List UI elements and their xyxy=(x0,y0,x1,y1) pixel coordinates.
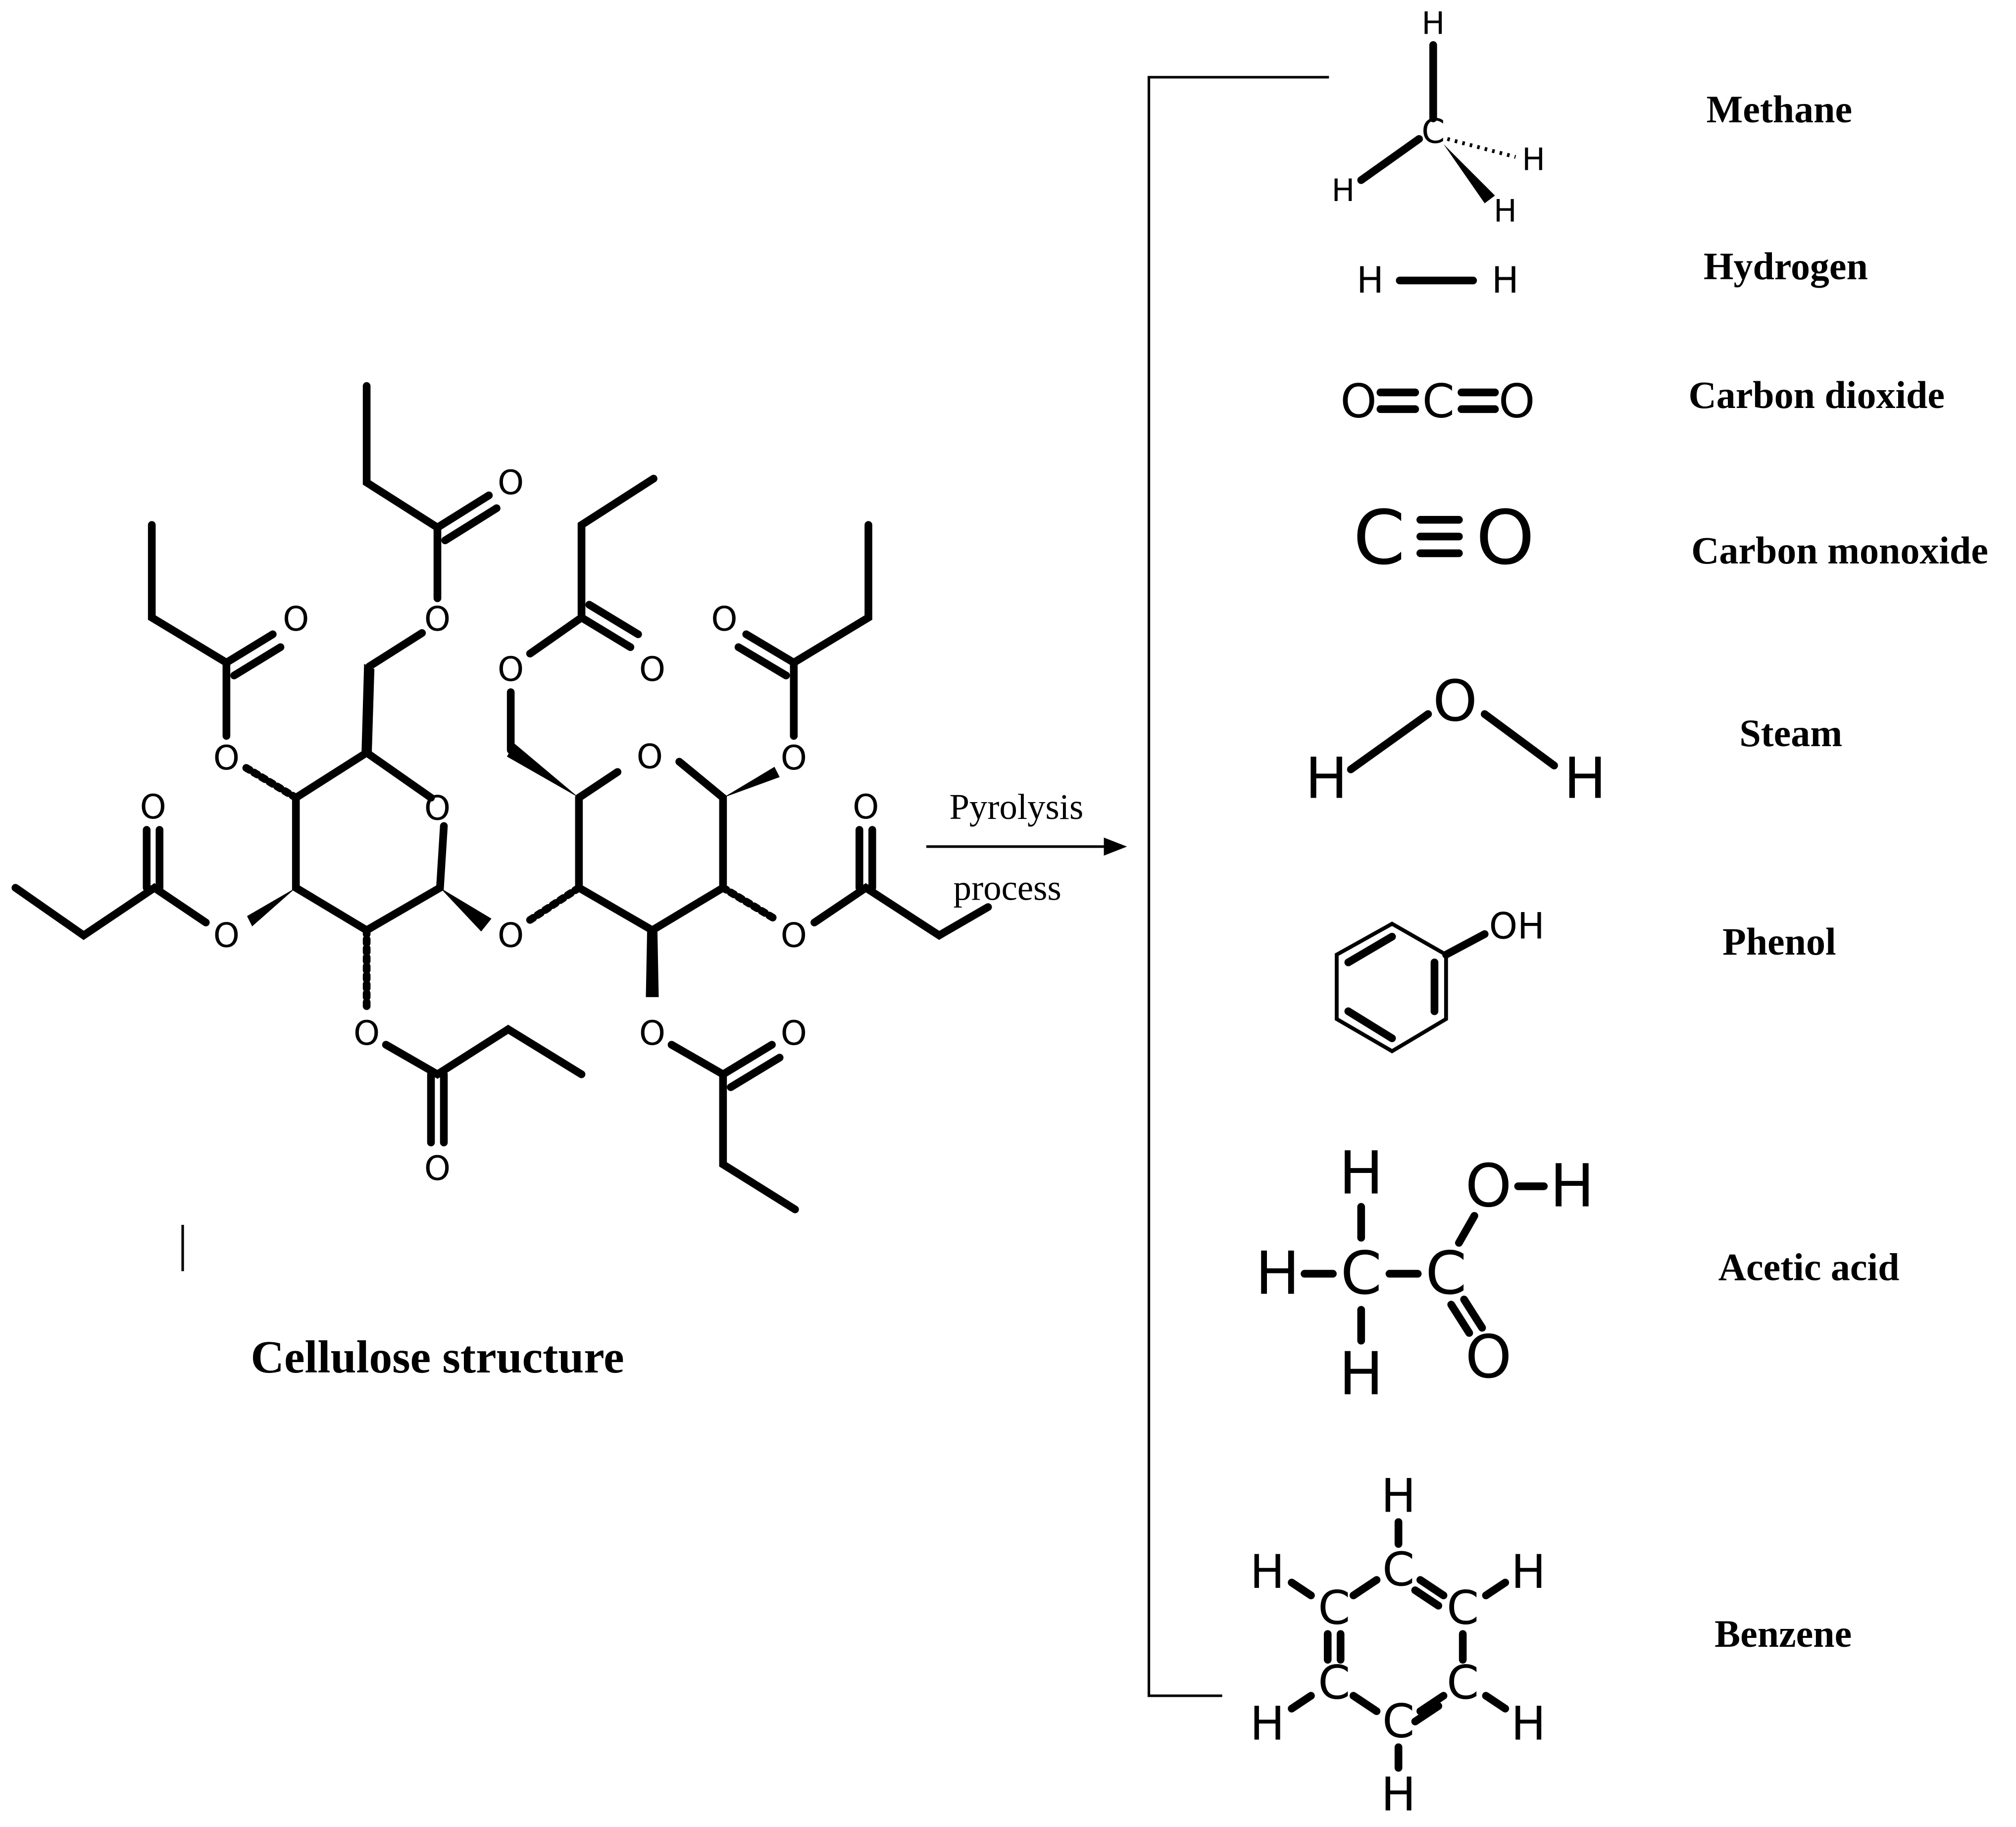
oxygen-label: O xyxy=(1499,374,1535,428)
hydrogen-structure: H H xyxy=(1357,259,1519,302)
oxygen-label: O xyxy=(853,787,879,826)
ring-2-substituents: O O O O O O O O xyxy=(498,474,992,1214)
acetic-acid-label: Acetic acid xyxy=(1718,1246,1900,1289)
carbon-monoxide-structure: C O xyxy=(1353,494,1535,581)
carbon-label: C xyxy=(1341,1239,1382,1308)
methane-structure: C H H H H xyxy=(1331,5,1545,229)
hydrogen-label: H xyxy=(1339,1340,1383,1409)
oxygen-label: O xyxy=(639,650,665,689)
acetic-acid-structure: H H C H C O H O xyxy=(1255,1139,1594,1408)
hydrogen-product-label: Hydrogen xyxy=(1704,245,1868,288)
oxygen-label: O xyxy=(353,1014,380,1053)
hydrogen-label: H xyxy=(1511,1545,1546,1599)
hydrogen-label: H xyxy=(1522,142,1545,178)
carbon-label: C xyxy=(1318,1581,1350,1635)
hydrogen-label: H xyxy=(1494,193,1517,229)
pyrolysis-arrow: Pyrolysis process xyxy=(926,787,1127,908)
benzene-structure: H C C C C C C H H H H H xyxy=(1250,1470,1546,1822)
hydroxyl-label: OH xyxy=(1489,905,1545,947)
oxygen-label: O xyxy=(781,738,807,777)
oxygen-label: O xyxy=(1340,374,1377,428)
arrow-label-bottom: process xyxy=(954,868,1061,908)
hydrogen-label: H xyxy=(1511,1697,1546,1751)
carbon-dioxide-label: Carbon dioxide xyxy=(1688,374,1945,416)
hydrogen-label: H xyxy=(1331,172,1355,208)
oxygen-label: O xyxy=(639,1014,665,1053)
carbon-dioxide-structure: O C O xyxy=(1340,374,1535,428)
hydrogen-label: H xyxy=(1550,1152,1595,1220)
carbon-label: C xyxy=(1422,374,1455,428)
oxygen-label: O xyxy=(213,916,240,955)
bridge-oxygen: O xyxy=(498,916,524,955)
hydrogen-label: H xyxy=(1305,746,1348,812)
oxygen-label: O xyxy=(711,599,737,638)
hydrogen-label: H xyxy=(1357,259,1384,302)
oxygen-label: O xyxy=(1433,668,1477,734)
ring-1-substituents: O O O O O O O O xyxy=(11,382,586,1271)
oxygen-label: O xyxy=(213,738,240,777)
cellulose-ring-1: O xyxy=(292,749,451,935)
phenol-structure: OH xyxy=(1335,905,1545,1054)
products-bracket xyxy=(1147,76,1329,1697)
ring-2-oxygen: O xyxy=(637,737,663,776)
oxygen-label: O xyxy=(1465,1152,1512,1220)
benzene-label: Benzene xyxy=(1714,1613,1852,1655)
cellulose-molecule: O O O O O O xyxy=(11,382,992,1383)
ring-1-oxygen: O xyxy=(424,788,451,827)
hydrogen-label: H xyxy=(1339,1139,1383,1208)
cellulose-caption: Cellulose structure xyxy=(251,1332,624,1383)
carbon-label: C xyxy=(1382,1694,1414,1748)
oxygen-label: O xyxy=(781,916,807,955)
carbon-monoxide-label: Carbon monoxide xyxy=(1691,529,1988,572)
arrow-label-top: Pyrolysis xyxy=(949,787,1083,827)
carbon-label: C xyxy=(1421,112,1445,151)
carbon-label: C xyxy=(1318,1656,1350,1710)
phenol-label: Phenol xyxy=(1722,920,1836,963)
carbon-label: C xyxy=(1447,1581,1479,1635)
carbon-label: C xyxy=(1353,494,1405,581)
hydrogen-label: H xyxy=(1421,5,1445,41)
steam-structure: O H H xyxy=(1305,668,1606,812)
glycosidic-link: O xyxy=(440,884,583,955)
oxygen-label: O xyxy=(1465,1323,1512,1392)
hydrogen-label: H xyxy=(1255,1239,1300,1308)
carbon-label: C xyxy=(1382,1543,1414,1597)
oxygen-label: O xyxy=(424,1149,451,1188)
hydrogen-label: H xyxy=(1250,1545,1284,1599)
oxygen-label: O xyxy=(498,650,524,689)
oxygen-label: O xyxy=(781,1014,807,1053)
carbon-label: C xyxy=(1425,1239,1466,1308)
methane-label: Methane xyxy=(1707,88,1852,131)
oxygen-label: O xyxy=(498,463,524,502)
hydrogen-label: H xyxy=(1563,746,1606,812)
hydrogen-label: H xyxy=(1381,1768,1416,1822)
oxygen-label: O xyxy=(424,599,451,638)
oxygen-label: O xyxy=(283,599,309,638)
carbon-label: C xyxy=(1447,1656,1479,1710)
oxygen-label: O xyxy=(140,787,166,826)
hydrogen-label: H xyxy=(1492,259,1519,302)
oxygen-label: O xyxy=(1476,494,1535,581)
hydrogen-label: H xyxy=(1250,1697,1284,1751)
steam-label: Steam xyxy=(1739,712,1842,755)
hydrogen-label: H xyxy=(1381,1470,1416,1523)
cellulose-ring-2: O xyxy=(575,737,727,935)
